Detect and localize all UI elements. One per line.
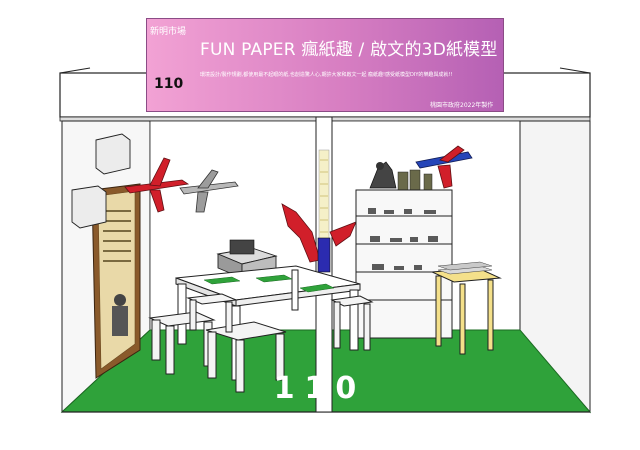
red-plane-model (124, 157, 190, 213)
market-name: 新明市場 (150, 27, 187, 37)
wall-cube-1 (95, 133, 131, 175)
floor-number: 110 (274, 371, 367, 406)
grey-jet-model (179, 169, 239, 213)
book-stack (437, 261, 493, 275)
blue-plane-model (415, 145, 473, 189)
godzilla-model (369, 161, 397, 189)
stool-3 (186, 293, 238, 333)
stool-4 (330, 295, 374, 351)
wall-cube-2 (71, 185, 107, 229)
sign-credit: 桃園市政府2022年製作 (430, 102, 494, 109)
booth-title: FUN PAPER 瘋紙趣 / 啟文的3D紙模型 (200, 40, 498, 60)
stool-2 (205, 321, 287, 393)
booth-description: 環境設計/製作規劃,都使用最不起眼的紙,也創造驚人心,期許大家和啟文一起 瘋紙趣… (200, 72, 453, 78)
booth-sign (146, 18, 504, 112)
booth-number: 110 (154, 76, 184, 92)
red-mecha-model (281, 203, 357, 273)
green-mats (203, 274, 335, 293)
